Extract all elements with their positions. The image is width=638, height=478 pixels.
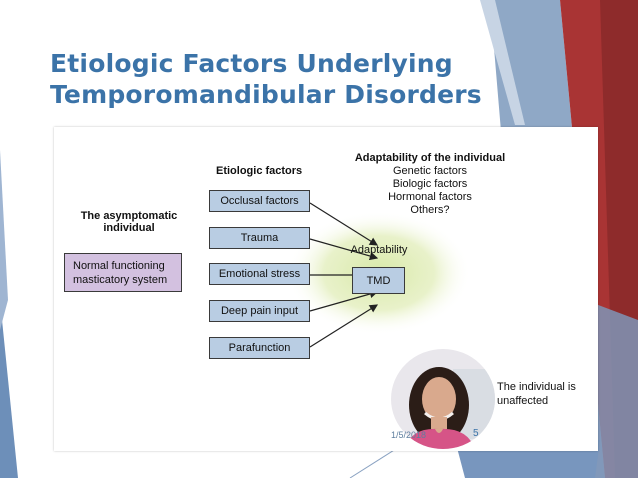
slide-title: Etiologic Factors Underlying Temporomand… [50,48,490,110]
adaptability-label: Adaptability [350,244,408,256]
factor-box-occlusal: Occlusal factors [209,190,310,212]
adaptability-item-biologic: Biologic factors [392,178,468,190]
arrow-parafunction [309,304,379,348]
adaptability-item-genetic: Genetic factors [393,165,467,177]
slide-title-line2: Temporomandibular Disorders [50,80,482,109]
adaptability-item-others: Others? [410,204,450,216]
adaptability-item-hormonal: Hormonal factors [388,191,472,203]
unaffected-label: The individual is unaffected [497,381,576,407]
etiologic-heading: Etiologic factors [216,165,303,177]
arrow-occlusal [309,202,379,246]
factor-box-deep-pain: Deep pain input [209,300,310,322]
adaptability-list: Adaptability of the individual Genetic f… [350,152,510,217]
arrow-trauma [309,238,379,261]
etiology-diagram: The asymptomatic individual Normal funct… [54,127,598,451]
factor-box-emotional-stress: Emotional stress [209,263,310,285]
factor-box-trauma: Trauma [209,227,310,249]
tmd-box: TMD [352,267,405,294]
slide-title-line1: Etiologic Factors Underlying [50,49,453,78]
slide-number: 5 [473,428,479,439]
adaptability-heading: Adaptability of the individual [354,152,506,164]
individual-photo [391,349,495,449]
asymptomatic-heading: The asymptomatic individual [80,210,178,234]
normal-system-box: Normal functioning masticatory system [64,253,182,292]
slide-date: 1/5/2018 [391,430,427,440]
arrow-deep-pain [309,289,379,312]
factor-box-parafunction: Parafunction [209,337,310,359]
